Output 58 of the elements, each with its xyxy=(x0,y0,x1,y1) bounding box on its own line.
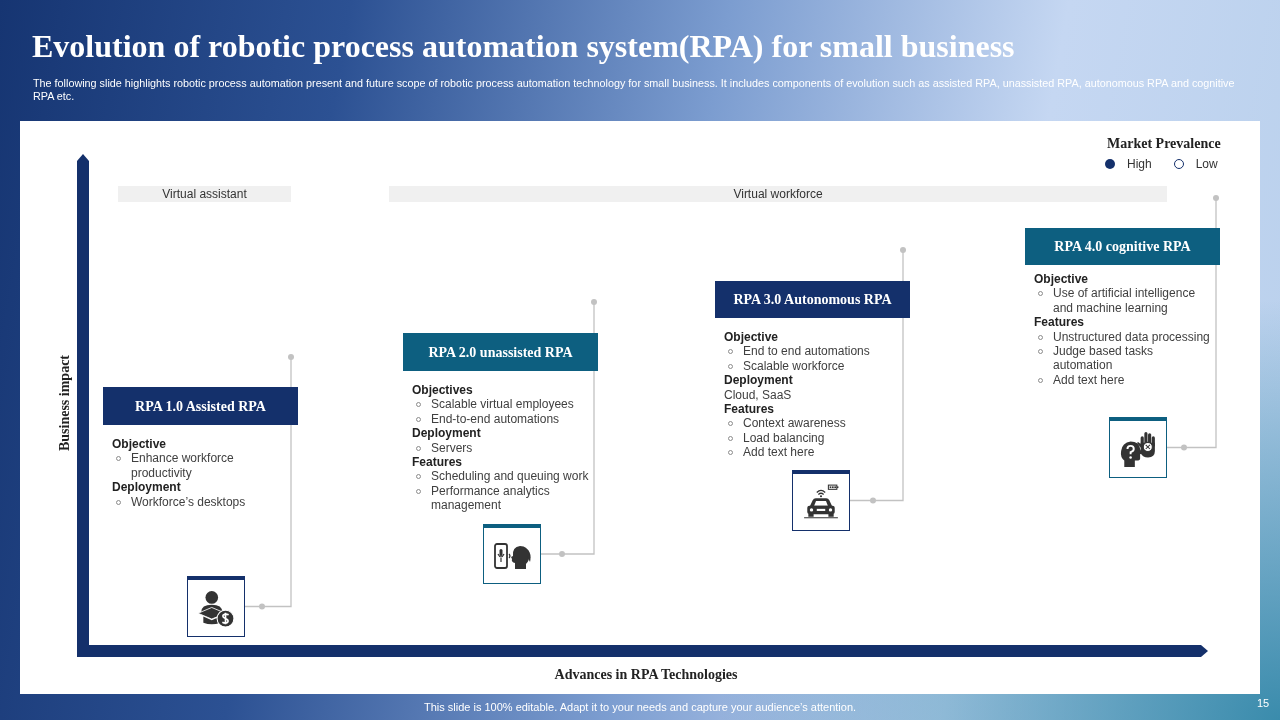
connector-line xyxy=(591,299,597,334)
axis-label: Advances in RPA Technologies xyxy=(554,665,738,683)
band-label: Virtual assistant xyxy=(162,187,247,201)
bullet-text: End-to-end automations xyxy=(412,411,592,427)
slide-title: Evolution of robotic process automation system(RPA) for small business xyxy=(32,27,1015,65)
bullet-text: Add text here xyxy=(724,445,900,460)
legend-label: High xyxy=(1127,157,1152,171)
stage-header xyxy=(715,281,910,318)
section-heading: Deployment xyxy=(112,480,182,495)
bullet-text: Workforce’s desktops xyxy=(112,494,287,510)
bullet-text: Scheduling and queuing work xyxy=(412,469,592,484)
section-heading: Features xyxy=(1034,315,1086,330)
legend-label: Low xyxy=(1195,157,1218,171)
stage-header xyxy=(403,333,598,371)
slide-description: The following slide highlights robotic process automation present and future scope of robotic process automation technology for small business. It includes components of evolution such as assisted RPA, unassisted RPA, autonomous RPA and cognitive RPA etc. xyxy=(33,77,1236,103)
bullet-text: Scalable workforce xyxy=(724,358,900,374)
bullet-text: Scalable virtual employees xyxy=(412,397,592,412)
icon-tile xyxy=(483,524,541,584)
section-heading: Objective xyxy=(112,437,168,452)
section-heading: Objective xyxy=(1034,272,1090,287)
connector-line xyxy=(540,370,595,557)
connector-line xyxy=(1166,264,1217,451)
legend-title: Market Prevalence xyxy=(1107,135,1221,152)
icon-tile xyxy=(792,470,850,531)
stage-title: RPA 4.0 cognitive RPA xyxy=(1054,238,1191,255)
band-label: Virtual workforce xyxy=(733,187,823,201)
connector-line xyxy=(1213,195,1219,229)
connector-line xyxy=(900,247,906,282)
page-number: 15 xyxy=(1257,697,1270,710)
connector-line xyxy=(849,317,904,504)
stage-header xyxy=(103,387,298,425)
bullet-text: Load balancing xyxy=(724,430,900,446)
section-heading: Features xyxy=(724,402,776,417)
bullet-text: End to end automations xyxy=(724,344,900,359)
section-heading: Deployment xyxy=(724,373,794,388)
bullet-text: Judge based tasks automation xyxy=(1034,344,1214,373)
icon-tile xyxy=(1109,417,1167,478)
connector-line xyxy=(288,354,294,388)
axis-label: Business impact xyxy=(55,354,73,452)
connector-line xyxy=(244,424,292,610)
section-heading: Deployment xyxy=(412,426,482,441)
bullet-text: Performance analytics management xyxy=(412,483,592,513)
bullet-text: Use of artificial intelligence and machine learning xyxy=(1034,286,1214,316)
section-heading: Features xyxy=(412,455,464,470)
icon-tile xyxy=(187,576,245,637)
stage-title: RPA 1.0 Assisted RPA xyxy=(135,397,266,415)
bullet-text: Add text here xyxy=(1034,372,1214,388)
stage-header xyxy=(1025,228,1220,265)
bullet-text: Enhance workforce productivity xyxy=(112,451,287,481)
stage-title: RPA 3.0 Autonomous RPA xyxy=(733,291,892,308)
stage-title: RPA 2.0 unassisted RPA xyxy=(428,343,573,361)
bullet-text: Servers xyxy=(412,440,592,456)
bullet-text: Context awareness xyxy=(724,416,900,431)
section-heading: Objective xyxy=(724,330,780,345)
footer-note: This slide is 100% editable. Adapt it to your needs and capture your audience’s attention. xyxy=(423,701,857,714)
section-heading: Objectives xyxy=(412,383,474,398)
body-text: Cloud, SaaS xyxy=(724,387,793,403)
bullet-text: Unstructured data processing xyxy=(1034,329,1214,345)
